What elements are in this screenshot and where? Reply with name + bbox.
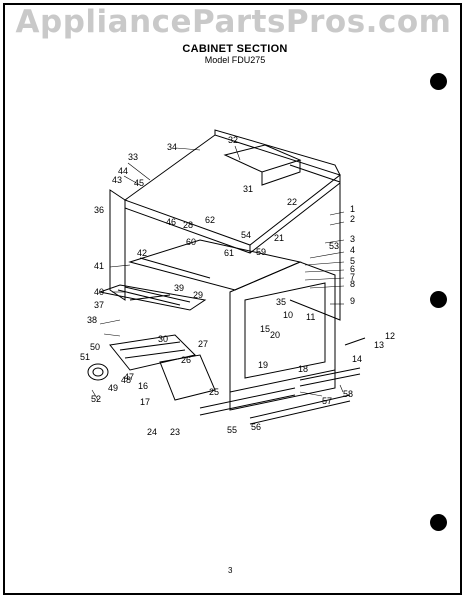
callout-5: 5 <box>350 256 355 266</box>
callout-52: 52 <box>91 394 101 404</box>
callout-38: 38 <box>87 315 97 325</box>
rear-panel-top <box>214 129 341 176</box>
broil-element <box>109 334 196 371</box>
callout-51: 51 <box>80 352 90 362</box>
callout-13: 13 <box>374 340 384 350</box>
callout-36: 36 <box>94 205 104 215</box>
oven-cavity <box>244 282 326 379</box>
callout-35: 35 <box>276 297 286 307</box>
bottom-rail <box>199 387 296 416</box>
bracket <box>344 337 366 346</box>
callout-3: 3 <box>350 234 355 244</box>
callout-33: 33 <box>128 152 138 162</box>
callout-22: 22 <box>287 197 297 207</box>
callout-20: 20 <box>270 330 280 340</box>
callout-28: 28 <box>183 220 193 230</box>
page-number: 3 <box>228 566 233 575</box>
callout-15: 15 <box>260 324 270 334</box>
callout-56: 56 <box>251 422 261 432</box>
callout-31: 31 <box>243 184 253 194</box>
callout-43: 43 <box>112 175 122 185</box>
callout-30: 30 <box>158 334 168 344</box>
callout-39: 39 <box>174 283 184 293</box>
callout-58: 58 <box>343 389 353 399</box>
callout-53: 53 <box>329 241 339 251</box>
binder-hole-middle <box>430 291 447 308</box>
callout-32: 32 <box>228 135 238 145</box>
callout-34: 34 <box>167 142 177 152</box>
callout-4: 4 <box>350 245 355 255</box>
callout-12: 12 <box>385 331 395 341</box>
callout-9: 9 <box>350 296 355 306</box>
callout-26: 26 <box>181 355 191 365</box>
callout-50: 50 <box>90 342 100 352</box>
knob <box>87 363 109 381</box>
callout-54: 54 <box>241 230 251 240</box>
side-rail <box>299 367 361 387</box>
callout-17: 17 <box>140 397 150 407</box>
control-panel <box>128 239 302 291</box>
callout-2: 2 <box>350 214 355 224</box>
kick-plate <box>249 394 351 425</box>
callout-40: 40 <box>94 287 104 297</box>
callout-21: 21 <box>274 233 284 243</box>
watermark: AppliancePartsPros.com <box>15 4 452 40</box>
callout-45: 45 <box>134 178 144 188</box>
callout-19: 19 <box>258 360 268 370</box>
diagram-title: CABINET SECTION <box>182 43 288 55</box>
top-panel <box>123 134 342 246</box>
callout-37: 37 <box>94 300 104 310</box>
callout-7: 7 <box>350 272 355 282</box>
callout-60: 60 <box>186 237 196 247</box>
page-frame <box>3 3 462 595</box>
binder-hole-top <box>430 73 447 90</box>
callout-49: 49 <box>108 383 118 393</box>
callout-47: 47 <box>124 372 134 382</box>
callout-62: 62 <box>205 215 215 225</box>
callout-18: 18 <box>298 364 308 374</box>
callout-44: 44 <box>118 166 128 176</box>
callout-27: 27 <box>198 339 208 349</box>
callout-10: 10 <box>283 310 293 320</box>
callout-25: 25 <box>209 387 219 397</box>
oven-body <box>229 261 336 393</box>
callout-42: 42 <box>137 248 147 258</box>
callout-61: 61 <box>224 248 234 258</box>
side-panel-right <box>289 164 341 321</box>
callout-1: 1 <box>350 204 355 214</box>
callout-46: 46 <box>166 217 176 227</box>
reflector-pan <box>159 354 216 401</box>
callout-41: 41 <box>94 261 104 271</box>
callout-48: 48 <box>121 375 131 385</box>
callout-55: 55 <box>227 425 237 435</box>
callout-23: 23 <box>170 427 180 437</box>
callout-59: 59 <box>256 247 266 257</box>
callout-29: 29 <box>193 290 203 300</box>
callout-11: 11 <box>306 312 315 322</box>
model-label: Model FDU275 <box>204 55 266 65</box>
callout-16: 16 <box>138 381 148 391</box>
callout-24: 24 <box>147 427 157 437</box>
bake-element <box>98 284 207 311</box>
callout-14: 14 <box>352 354 362 364</box>
side-panel-left <box>109 189 126 301</box>
callout-6: 6 <box>350 264 355 274</box>
callout-57: 57 <box>322 396 332 406</box>
callout-8: 8 <box>350 279 355 289</box>
binder-hole-bottom <box>430 514 447 531</box>
